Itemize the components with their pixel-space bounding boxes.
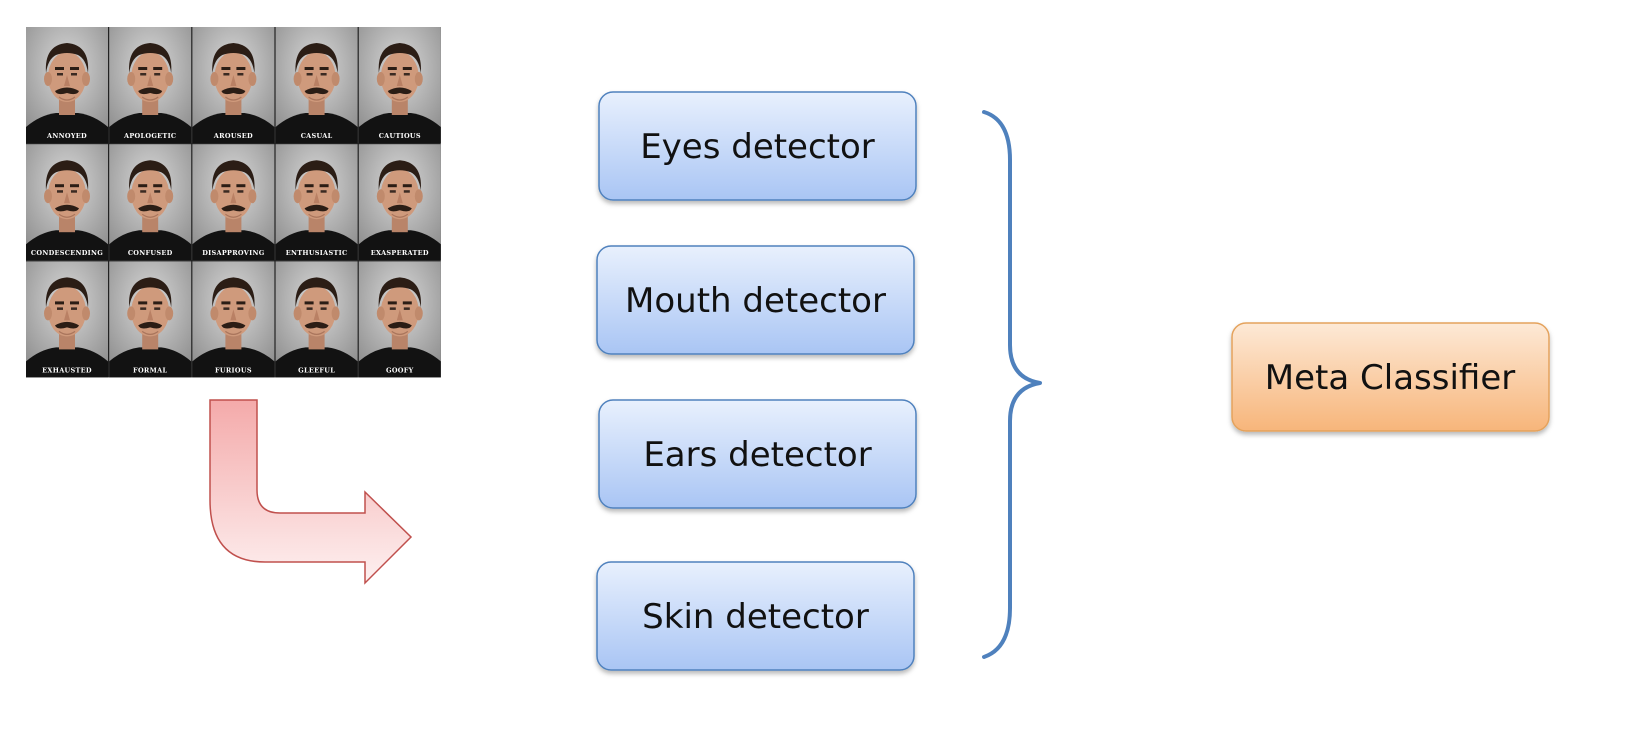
face-tile: ENTHUSIASTIC bbox=[275, 143, 359, 261]
face-caption: EXASPERATED bbox=[371, 249, 429, 257]
curved-arrow-icon bbox=[209, 399, 413, 585]
face-tile: FORMAL bbox=[108, 260, 192, 378]
face-caption: AROUSED bbox=[213, 132, 253, 140]
face-tile: AROUSED bbox=[191, 26, 275, 144]
face-caption: DISAPPROVING bbox=[202, 249, 264, 257]
face-tile: ANNOYED bbox=[25, 26, 109, 144]
face-tile: CONDESCENDING bbox=[25, 143, 109, 261]
detector-label: Mouth detector bbox=[625, 281, 886, 321]
face-tile: APOLOGETIC bbox=[108, 26, 192, 144]
face-caption: CONFUSED bbox=[128, 249, 173, 257]
ears-detector-box: Ears detector bbox=[598, 399, 917, 509]
face-tile: GLEEFUL bbox=[275, 260, 359, 378]
face-tile: CONFUSED bbox=[108, 143, 192, 261]
detector-label: Ears detector bbox=[643, 435, 871, 475]
face-tile: DISAPPROVING bbox=[191, 143, 275, 261]
meta-classifier-label: Meta Classifier bbox=[1265, 358, 1515, 398]
face-tile: EXASPERATED bbox=[358, 143, 442, 261]
face-caption: CASUAL bbox=[301, 132, 333, 140]
face-tile: EXHAUSTED bbox=[25, 260, 109, 378]
face-caption: CONDESCENDING bbox=[31, 249, 103, 257]
curly-brace bbox=[982, 110, 1042, 659]
detector-label: Skin detector bbox=[642, 597, 869, 637]
mouth-detector-box: Mouth detector bbox=[596, 245, 915, 355]
face-caption: GOOFY bbox=[386, 366, 414, 374]
meta-classifier-box: Meta Classifier bbox=[1231, 322, 1550, 432]
face-tile: GOOFY bbox=[358, 260, 442, 378]
face-tile: CASUAL bbox=[275, 26, 359, 144]
face-caption: CAUTIOUS bbox=[379, 132, 421, 140]
expression-photo-grid: ANNOYED APOLOGETIC AROUSED CASUAL CAUTIOUS CO… bbox=[25, 26, 442, 378]
face-caption: EXHAUSTED bbox=[42, 366, 92, 374]
face-caption: GLEEFUL bbox=[298, 366, 335, 374]
face-caption: FORMAL bbox=[133, 366, 167, 374]
face-tile: FURIOUS bbox=[191, 260, 275, 378]
face-caption: ANNOYED bbox=[46, 132, 87, 140]
face-tile: CAUTIOUS bbox=[358, 26, 442, 144]
face-caption: ENTHUSIASTIC bbox=[286, 249, 348, 257]
detector-label: Eyes detector bbox=[640, 127, 875, 167]
face-caption: FURIOUS bbox=[215, 366, 252, 374]
face-caption: APOLOGETIC bbox=[123, 132, 176, 140]
eyes-detector-box: Eyes detector bbox=[598, 91, 917, 201]
skin-detector-box: Skin detector bbox=[596, 561, 915, 671]
